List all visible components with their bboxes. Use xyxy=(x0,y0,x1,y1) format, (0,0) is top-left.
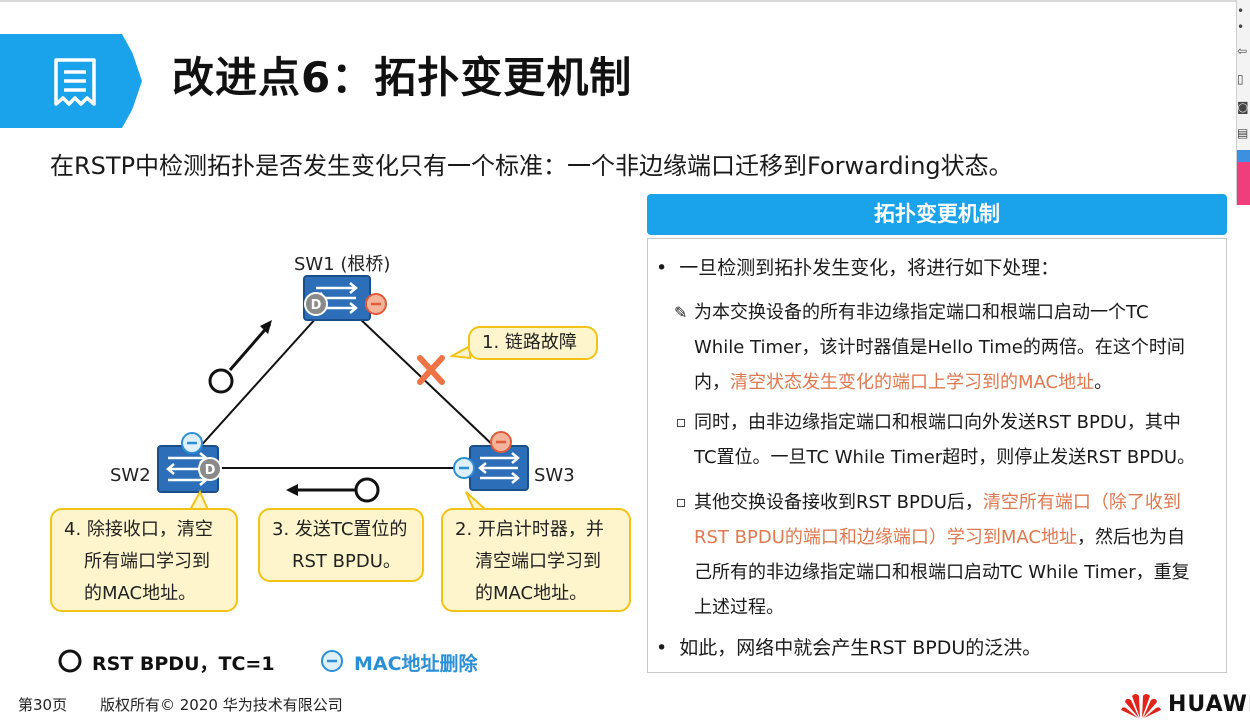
bullet-detect-text: 一旦检测到拓扑发生变化，将进行如下处理： xyxy=(679,257,1060,279)
toolbar-back-icon[interactable]: ⇦ xyxy=(1237,44,1248,58)
huawei-logo-icon xyxy=(1121,694,1161,718)
title-banner xyxy=(0,34,150,128)
square-bullet-icon xyxy=(677,419,685,427)
sw2-label: SW2 xyxy=(110,465,151,486)
square-bullet-icon xyxy=(677,499,685,507)
sub1-line1: 为本交换设备的所有非边缘指定端口和根端口启动一个TC xyxy=(694,302,1149,323)
sw2-port-d-label: D xyxy=(205,463,216,478)
page-subtitle: 在RSTP中检测拓扑是否发生变化只有一个标准：一个非边缘端口迁移到Forward… xyxy=(50,152,1013,180)
toolbar-delete-icon[interactable]: ▯ xyxy=(1237,72,1244,86)
pen-cursor-icon: ✎ xyxy=(674,303,688,322)
bullet-flood-text: 如此，网络中就会产生RST BPDU的泛洪。 xyxy=(679,637,1042,659)
document-icon xyxy=(54,58,96,106)
bullet-flood: • 如此，网络中就会产生RST BPDU的泛洪。 xyxy=(656,637,1042,659)
callout4-line2: 所有端口学习到 xyxy=(84,551,210,572)
sub3-line2: RST BPDU的端口和边缘端口）学习到MAC地址，然后也为自 xyxy=(694,520,1214,555)
topology-diagram: D D xyxy=(40,240,640,680)
top-divider xyxy=(0,0,1236,2)
legend-bpdu-label: RST BPDU，TC=1 xyxy=(92,653,275,675)
link-failure-icon xyxy=(417,355,445,385)
callout2-line3: 的MAC地址。 xyxy=(475,583,588,604)
page-title: 改进点6：拓扑变更机制 xyxy=(172,53,633,102)
sub2-line1: 同时，由非边缘指定端口和根端口向外发送RST BPDU，其中 xyxy=(694,412,1181,433)
toolbar-blue-button[interactable] xyxy=(1237,150,1250,162)
sub1-line3: 内，清空状态发生变化的端口上学习到的MAC地址。 xyxy=(694,365,1214,400)
sub1-line3-suffix: 。 xyxy=(1094,372,1113,393)
mechanism-panel: • 一旦检测到拓扑发生变化，将进行如下处理： ✎ 为本交换设备的所有非边缘指定端… xyxy=(647,238,1227,673)
sub1-line2: While Timer，该计时器值是Hello Time的两倍。在这个时间 xyxy=(694,337,1185,358)
callout-link-failure: 1. 链路故障 xyxy=(468,326,598,360)
toolbar-dot-icon[interactable]: • xyxy=(1237,4,1245,18)
bpdu-arrow-left xyxy=(286,477,380,503)
callout2-line1: 2. 开启计时器，并 xyxy=(455,519,604,540)
callout4-line3: 的MAC地址。 xyxy=(84,583,197,604)
sw3-label: SW3 xyxy=(534,465,575,486)
side-toolbar: • • ⇦ ▯ ◙ ▤ xyxy=(1236,0,1250,205)
legend-mac-label: MAC地址删除 xyxy=(354,653,478,675)
callout3-line2: RST BPDU。 xyxy=(292,551,401,572)
callout1-text: 1. 链路故障 xyxy=(482,332,577,353)
copyright: 版权所有© 2020 华为技术有限公司 xyxy=(100,696,343,714)
callout-start-timer: 2. 开启计时器，并 清空端口学习到 的MAC地址。 xyxy=(441,508,631,612)
legend-bpdu-icon xyxy=(58,649,82,673)
callout-send-bpdu: 3. 发送TC置位的 RST BPDU。 xyxy=(258,508,424,582)
sub3-highlight-b: RST BPDU的端口和边缘端口）学习到MAC地址 xyxy=(694,527,1077,548)
topology-svg: D D xyxy=(58,275,529,673)
sub3-line2-suffix: ，然后也为自 xyxy=(1076,527,1185,548)
sub3-line3: 己所有的非边缘指定端口和根端口启动TC While Timer，重复 xyxy=(694,562,1190,583)
callout-clear-mac: 4. 除接收口，清空 所有端口学习到 的MAC地址。 xyxy=(50,508,238,612)
huawei-logo-text: HUAWE xyxy=(1168,692,1250,717)
sub1-line3-prefix: 内， xyxy=(694,372,730,393)
sw1-port-d-label: D xyxy=(311,298,322,313)
switch-sw3-icon xyxy=(453,431,529,491)
sub3-line4: 上述过程。 xyxy=(694,597,784,618)
callout2-line2: 清空端口学习到 xyxy=(475,551,601,572)
link-sw1-sw3 xyxy=(335,295,499,451)
sub-item-send: 同时，由非边缘指定端口和根端口向外发送RST BPDU，其中 TC置位。一旦TC… xyxy=(677,405,1214,475)
panel-header: 拓扑变更机制 xyxy=(647,194,1227,235)
callout4-line1: 4. 除接收口，清空 xyxy=(64,519,213,540)
sub-item-timer: ✎ 为本交换设备的所有非边缘指定端口和根端口启动一个TC While Timer… xyxy=(674,295,1214,400)
sub3-line1-prefix: 其他交换设备接收到RST BPDU后， xyxy=(694,492,983,513)
sub3-line1: 其他交换设备接收到RST BPDU后，清空所有端口（除了收到 xyxy=(694,485,1214,520)
link-sw1-sw2 xyxy=(187,295,337,461)
sub3-highlight-a: 清空所有端口（除了收到 xyxy=(982,492,1181,513)
sub2-line2: TC置位。一旦TC While Timer超时，则停止发送RST BPDU。 xyxy=(694,447,1196,468)
toolbar-pink-button[interactable] xyxy=(1237,162,1250,205)
toolbar-camera-icon[interactable]: ◙ xyxy=(1237,100,1249,114)
sub-item-others: 其他交换设备接收到RST BPDU后，清空所有端口（除了收到 RST BPDU的… xyxy=(677,485,1214,625)
switch-sw1-icon xyxy=(303,275,387,321)
bullet-detect: • 一旦检测到拓扑发生变化，将进行如下处理： xyxy=(656,257,1060,279)
bpdu-arrow-up xyxy=(208,320,272,394)
page-number: 第30页 xyxy=(18,696,68,714)
callout3-line1: 3. 发送TC置位的 xyxy=(272,519,408,540)
toolbar-note-icon[interactable]: ▤ xyxy=(1237,126,1249,140)
sw1-label: SW1 (根桥) xyxy=(294,254,391,275)
toolbar-dot-icon[interactable]: • xyxy=(1237,20,1245,34)
sub1-highlight: 清空状态发生变化的端口上学习到的MAC地址 xyxy=(730,372,1095,393)
switch-sw2-icon xyxy=(157,432,222,493)
